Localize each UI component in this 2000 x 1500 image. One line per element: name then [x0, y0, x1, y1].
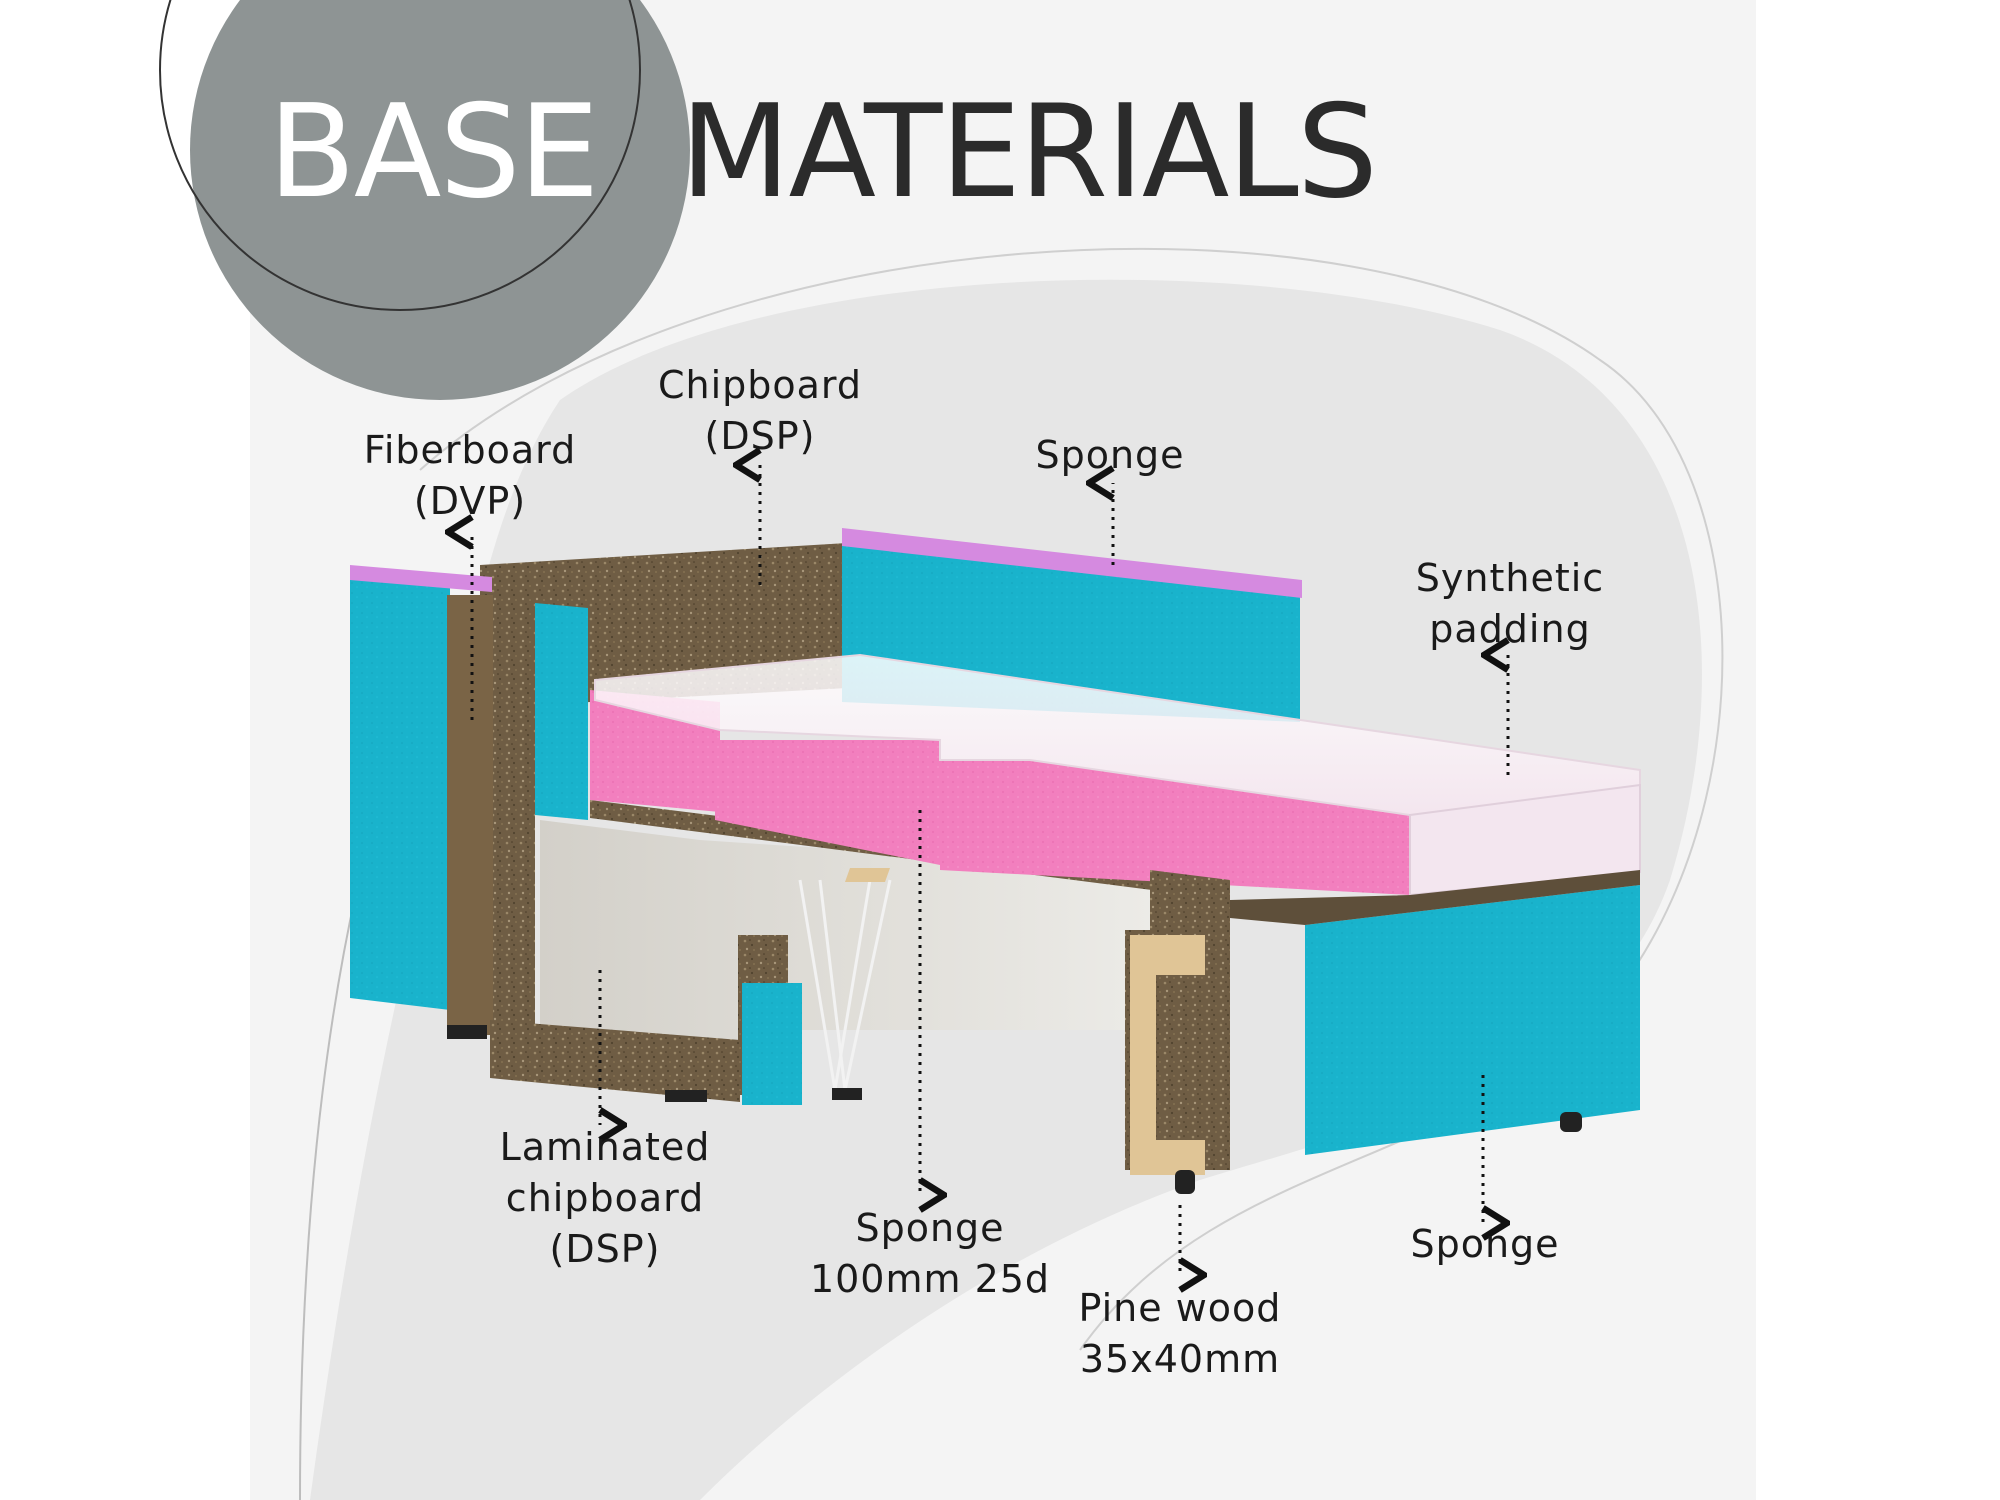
label-line: Fiberboard: [363, 428, 577, 472]
label-laminated-chipboard: Laminated chipboard (DSP): [490, 1122, 720, 1275]
synthetic-padding: [594, 653, 1641, 897]
label-line: 35x40mm: [1079, 1337, 1281, 1381]
title-circle: [190, 0, 690, 400]
title-word-base: BASE: [268, 78, 599, 227]
title-circle-outline: [159, 0, 641, 311]
label-line: Laminated: [499, 1125, 711, 1169]
label-line: Pine wood: [1078, 1286, 1282, 1330]
label-synthetic-padding: Synthetic padding: [1390, 553, 1630, 655]
leg-pine-block: [845, 868, 890, 882]
arm-sponge-top: [350, 565, 492, 592]
label-line: padding: [1429, 607, 1591, 651]
callout-arrows: [472, 465, 1508, 1275]
label-line: Sponge: [1410, 1222, 1560, 1266]
front-sponge-top: [1230, 870, 1640, 925]
label-sponge-seat: Sponge 100mm 25d: [790, 1203, 1070, 1305]
arm-sponge-inner: [535, 603, 588, 820]
label-chipboard-top: Chipboard (DSP): [650, 360, 870, 462]
label-line: Synthetic: [1415, 556, 1605, 600]
label-line: (DVP): [413, 479, 527, 523]
front-foot: [1175, 1170, 1195, 1194]
hairpin-leg-foot: [832, 1088, 862, 1100]
label-line: Sponge: [855, 1206, 1005, 1250]
label-sponge-front: Sponge: [1380, 1219, 1590, 1270]
base-chipboard: [490, 1020, 740, 1102]
label-line: chipboard: [505, 1176, 705, 1220]
drawer-sponge: [742, 983, 802, 1105]
seat-sponge-mid: [715, 740, 940, 865]
label-line: (DSP): [704, 414, 816, 458]
pine-wood-post: [1130, 975, 1156, 1145]
pine-wood-block-top: [1130, 935, 1205, 975]
arm-foot: [447, 1025, 487, 1039]
title-word-materials: MATERIALS: [680, 78, 1378, 227]
seat-sponge-front: [940, 760, 1410, 895]
arm-sponge-outer: [350, 572, 450, 1010]
label-line: Sponge: [1035, 433, 1185, 477]
backdrop-arc: [419, 247, 1724, 1351]
front-caster: [1560, 1112, 1582, 1132]
arm-chipboard: [493, 597, 535, 1035]
back-sponge-top: [842, 528, 1302, 598]
base-foot: [665, 1090, 707, 1102]
pine-wood-block-bottom: [1130, 1140, 1205, 1175]
front-sponge: [1305, 885, 1640, 1155]
label-line: (DSP): [549, 1227, 661, 1271]
label-pine-wood: Pine wood 35x40mm: [1060, 1283, 1300, 1385]
label-sponge-top: Sponge: [1010, 430, 1210, 481]
label-line: 100mm 25d: [809, 1257, 1051, 1301]
arm-fiberboard: [447, 595, 493, 1035]
laminated-drawer: [540, 820, 1150, 1080]
label-fiberboard: Fiberboard (DVP): [360, 425, 580, 527]
label-line: Chipboard: [657, 363, 863, 407]
